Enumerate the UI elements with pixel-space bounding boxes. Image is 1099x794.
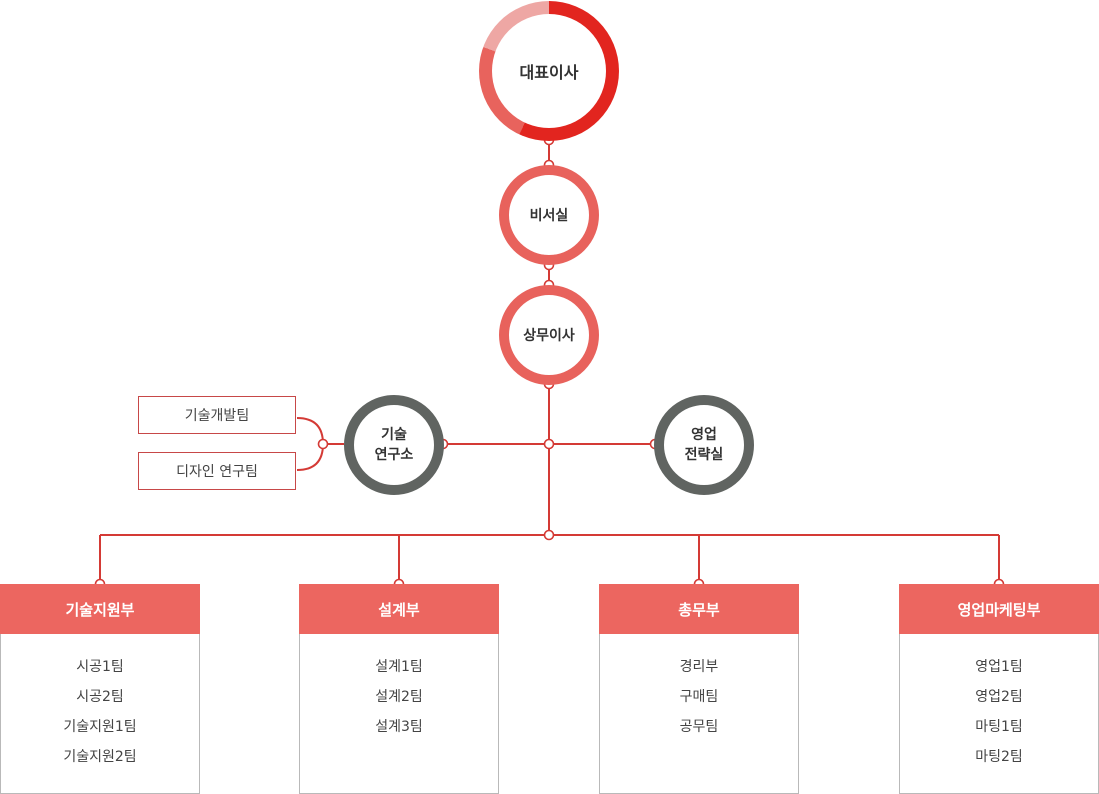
department-header: 총무부	[599, 584, 799, 634]
research-team-box: 디자인 연구팀	[138, 452, 296, 490]
department-tech-support: 기술지원부 시공1팀 시공2팀 기술지원1팀 기술지원2팀	[0, 584, 200, 794]
research-center-node: 기술 연구소	[344, 395, 444, 495]
managing-director-node: 상무이사	[499, 285, 599, 385]
team-item: 설계2팀	[375, 689, 423, 705]
team-item: 공무팀	[679, 719, 719, 735]
team-item: 기술지원1팀	[63, 719, 137, 735]
department-team-list: 시공1팀 시공2팀 기술지원1팀 기술지원2팀	[0, 634, 200, 794]
department-general-affairs: 총무부 경리부 구매팀 공무팀	[599, 584, 799, 794]
research-center-label: 기술 연구소	[374, 427, 414, 463]
department-header: 설계부	[299, 584, 499, 634]
team-item: 마팅2팀	[975, 749, 1023, 765]
ceo-node: 대표이사	[479, 1, 619, 141]
department-team-list: 설계1팀 설계2팀 설계3팀	[299, 634, 499, 794]
team-item: 영업2팀	[975, 689, 1023, 705]
team-item: 기술지원2팀	[63, 749, 137, 765]
team-item: 구매팀	[679, 689, 719, 705]
department-header: 기술지원부	[0, 584, 200, 634]
team-item: 영업1팀	[975, 659, 1023, 675]
team-item: 설계3팀	[375, 719, 423, 735]
research-team-label: 디자인 연구팀	[176, 464, 258, 480]
team-item: 마팅1팀	[975, 719, 1023, 735]
team-item: 시공2팀	[76, 689, 124, 705]
team-item: 시공1팀	[76, 659, 124, 675]
sales-strategy-label: 영업 전략실	[684, 427, 724, 463]
department-team-list: 경리부 구매팀 공무팀	[599, 634, 799, 794]
research-team-box: 기술개발팀	[138, 396, 296, 434]
department-sales-marketing: 영업마케팅부 영업1팀 영업2팀 마팅1팀 마팅2팀	[899, 584, 1099, 794]
department-design: 설계부 설계1팀 설계2팀 설계3팀	[299, 584, 499, 794]
sales-strategy-node: 영업 전략실	[654, 395, 754, 495]
team-item: 경리부	[679, 659, 719, 675]
research-team-label: 기술개발팀	[184, 408, 250, 424]
secretary-node: 비서실	[499, 165, 599, 265]
secretary-label: 비서실	[529, 208, 569, 224]
department-header: 영업마케팅부	[899, 584, 1099, 634]
ceo-label: 대표이사	[492, 14, 606, 128]
department-team-list: 영업1팀 영업2팀 마팅1팀 마팅2팀	[899, 634, 1099, 794]
team-item: 설계1팀	[375, 659, 423, 675]
managing-director-label: 상무이사	[523, 328, 575, 344]
